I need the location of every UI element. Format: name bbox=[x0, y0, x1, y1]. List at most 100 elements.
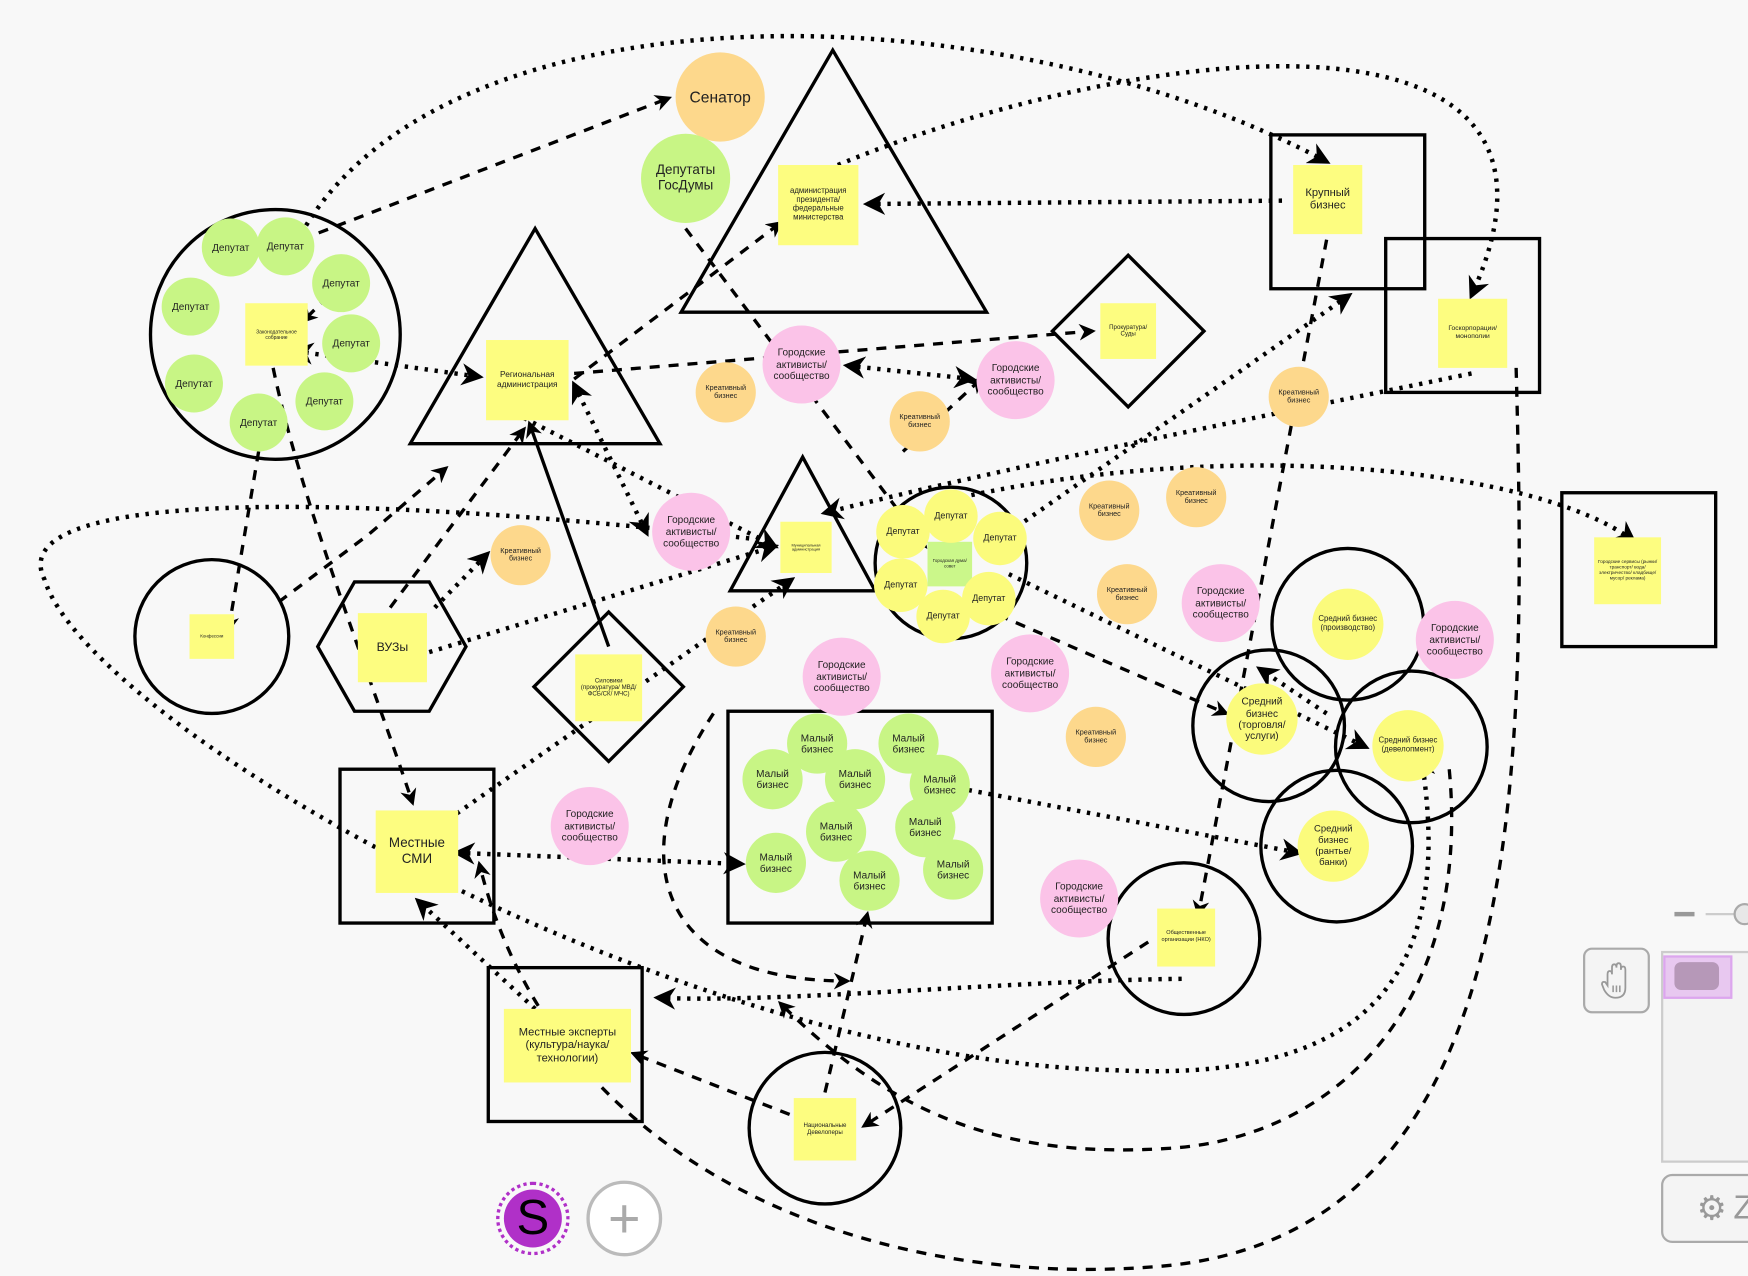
circle-note[interactable]: Депутат bbox=[312, 254, 371, 313]
connection-arrow[interactable] bbox=[1192, 239, 1329, 918]
avatar[interactable]: S bbox=[496, 1181, 570, 1256]
circle-note[interactable]: Малый бизнес bbox=[923, 839, 984, 900]
circle-note[interactable]: Депутат bbox=[229, 393, 288, 452]
sticky-note[interactable]: ВУЗы bbox=[357, 613, 427, 683]
connection-arrow[interactable] bbox=[630, 1050, 826, 1130]
sticky-note[interactable]: Общественные организации (НКО) bbox=[1157, 908, 1216, 967]
connection-arrow[interactable] bbox=[662, 712, 851, 990]
circle-note[interactable]: Депутат bbox=[201, 218, 260, 277]
circle-note[interactable]: Депутат bbox=[295, 372, 354, 431]
connection-arrow[interactable] bbox=[439, 577, 796, 827]
mid-business-frame[interactable] bbox=[1191, 648, 1347, 804]
connection-arrow[interactable] bbox=[571, 380, 649, 537]
sticky-note[interactable]: Госкорпорации/ монополии bbox=[1438, 298, 1508, 368]
sticky-note[interactable]: администрация президента/ федеральные ми… bbox=[778, 164, 859, 246]
circle-note[interactable]: Депутат bbox=[924, 489, 978, 543]
circle-note[interactable]: Городские активисты/ сообщество bbox=[802, 637, 881, 716]
circle-note[interactable]: Креативный бизнес bbox=[695, 362, 756, 423]
circle-note[interactable]: Сенатор bbox=[675, 52, 765, 142]
zoom-out-button[interactable] bbox=[1674, 911, 1695, 917]
local-experts-frame[interactable] bbox=[486, 965, 644, 1124]
connection-arrow[interactable] bbox=[998, 292, 1353, 541]
security-diamond[interactable] bbox=[531, 609, 686, 764]
circle-note[interactable]: Креативный бизнес bbox=[1065, 706, 1126, 767]
circle-note[interactable]: Средний бизнес (торговля/ услуги) bbox=[1226, 683, 1298, 755]
sticky-note[interactable]: Силовики (прокуратура/ МВД/ФСБ/СК/ МЧС) bbox=[575, 654, 643, 722]
circle-note[interactable]: Городские активисты/ сообщество bbox=[991, 634, 1070, 713]
connection-arrow[interactable] bbox=[271, 367, 417, 806]
sticky-note[interactable]: Прокуратура/ Суды bbox=[1100, 303, 1157, 359]
circle-note[interactable]: Средний бизнес (рантье/ банки) bbox=[1297, 810, 1369, 882]
sticky-note[interactable]: Местные эксперты (культура/наука/ технол… bbox=[503, 1008, 631, 1083]
connection-arrow[interactable] bbox=[653, 976, 1182, 1010]
circle-note[interactable]: Малый бизнес bbox=[839, 850, 900, 911]
zoom-slider-handle[interactable] bbox=[1733, 902, 1748, 926]
connection-arrow[interactable] bbox=[823, 910, 873, 1093]
connection-arrow[interactable] bbox=[474, 367, 1521, 1272]
connection-arrow[interactable] bbox=[573, 220, 784, 381]
sticky-note[interactable]: Конфессии bbox=[189, 614, 235, 659]
circle-note[interactable]: Креативный бизнес bbox=[490, 525, 551, 586]
sticky-note[interactable]: Национальные Девелоперы bbox=[793, 1098, 857, 1161]
zoom-slider-track[interactable] bbox=[1705, 913, 1748, 916]
connection-arrow[interactable] bbox=[433, 550, 491, 610]
circle-note[interactable]: Креативный бизнес bbox=[705, 606, 766, 667]
connection-arrow[interactable] bbox=[1256, 666, 1328, 716]
sticky-note[interactable]: Крупный бизнес bbox=[1293, 164, 1363, 235]
connection-arrow[interactable] bbox=[414, 897, 537, 1011]
circle-note[interactable]: Городские активисты/ сообщество bbox=[1040, 859, 1119, 938]
add-collaborator-button[interactable]: + bbox=[586, 1180, 663, 1257]
connection-arrow[interactable] bbox=[842, 356, 977, 389]
connection-arrow[interactable] bbox=[777, 769, 1454, 1152]
circle-note[interactable]: Креативный бизнес bbox=[1079, 480, 1140, 541]
minimap[interactable] bbox=[1661, 950, 1748, 1163]
connection-arrow[interactable] bbox=[818, 64, 1500, 300]
legislature-frame[interactable] bbox=[148, 207, 402, 461]
circle-note[interactable]: Депутат bbox=[161, 277, 220, 336]
circle-note[interactable]: Малый бизнес bbox=[742, 749, 803, 810]
connection-arrow[interactable] bbox=[958, 785, 1304, 861]
circle-note[interactable]: Депутат bbox=[962, 571, 1016, 626]
connection-arrow[interactable] bbox=[277, 466, 449, 604]
connection-arrow[interactable] bbox=[428, 540, 780, 655]
circle-note[interactable]: Средний бизнес (девелопмент) bbox=[1372, 710, 1444, 782]
circle-note[interactable]: Креативный бизнес bbox=[1096, 564, 1158, 625]
connection-arrow[interactable] bbox=[522, 416, 779, 549]
sticky-note[interactable]: Городские сервисы (рынки/транспорт/ вода… bbox=[1594, 537, 1662, 605]
circle-note[interactable]: Депутат bbox=[164, 354, 223, 413]
city-services-frame[interactable] bbox=[1560, 491, 1718, 649]
prosecutors-diamond[interactable] bbox=[1050, 252, 1207, 410]
circle-note[interactable]: Малый бизнес bbox=[824, 749, 886, 810]
connection-arrow[interactable] bbox=[980, 606, 1230, 716]
settings-button[interactable]: ⚙Z bbox=[1661, 1173, 1748, 1244]
connection-arrow[interactable] bbox=[299, 33, 1331, 236]
developers-frame[interactable] bbox=[747, 1050, 903, 1206]
circle-note[interactable]: Депутат bbox=[876, 505, 930, 559]
circle-note[interactable]: Средний бизнес (производство) bbox=[1312, 588, 1384, 660]
circle-note[interactable]: Депутат bbox=[916, 589, 970, 644]
connection-arrow[interactable] bbox=[862, 192, 1283, 216]
circle-note[interactable]: Депутат bbox=[322, 314, 381, 373]
connection-arrow[interactable] bbox=[526, 420, 611, 648]
universities-hexagon[interactable] bbox=[315, 580, 468, 713]
circle-note[interactable]: Городские активисты/ сообщество bbox=[762, 325, 841, 404]
circle-note[interactable]: Депутат bbox=[256, 217, 315, 276]
circle-note[interactable]: Городские активисты/ сообщество bbox=[1181, 564, 1260, 643]
circle-note[interactable]: Креативный бизнес bbox=[1166, 467, 1227, 528]
mid-business-frame[interactable] bbox=[1259, 768, 1415, 924]
circle-note[interactable]: Малый бизнес bbox=[745, 832, 807, 893]
sticky-note[interactable]: Региональная администрация bbox=[486, 340, 569, 421]
sticky-note[interactable]: Муниципальная администрация bbox=[780, 521, 832, 574]
circle-note[interactable]: Креативный бизнес bbox=[1268, 366, 1329, 427]
ngo-frame[interactable] bbox=[1106, 861, 1262, 1017]
sticky-note[interactable]: Городская дума/совет bbox=[927, 541, 973, 587]
connection-arrow[interactable] bbox=[38, 504, 1436, 1074]
state-corp-frame[interactable] bbox=[1384, 236, 1542, 395]
circle-note[interactable]: Городские активисты/ сообщество bbox=[652, 492, 731, 571]
connection-arrow[interactable] bbox=[222, 451, 261, 634]
circle-note[interactable]: Депутаты ГосДумы bbox=[641, 133, 731, 223]
minimap-viewport[interactable] bbox=[1663, 955, 1733, 999]
sticky-note[interactable]: Законодательное собрание bbox=[245, 303, 308, 366]
connection-arrow[interactable] bbox=[941, 463, 1637, 544]
